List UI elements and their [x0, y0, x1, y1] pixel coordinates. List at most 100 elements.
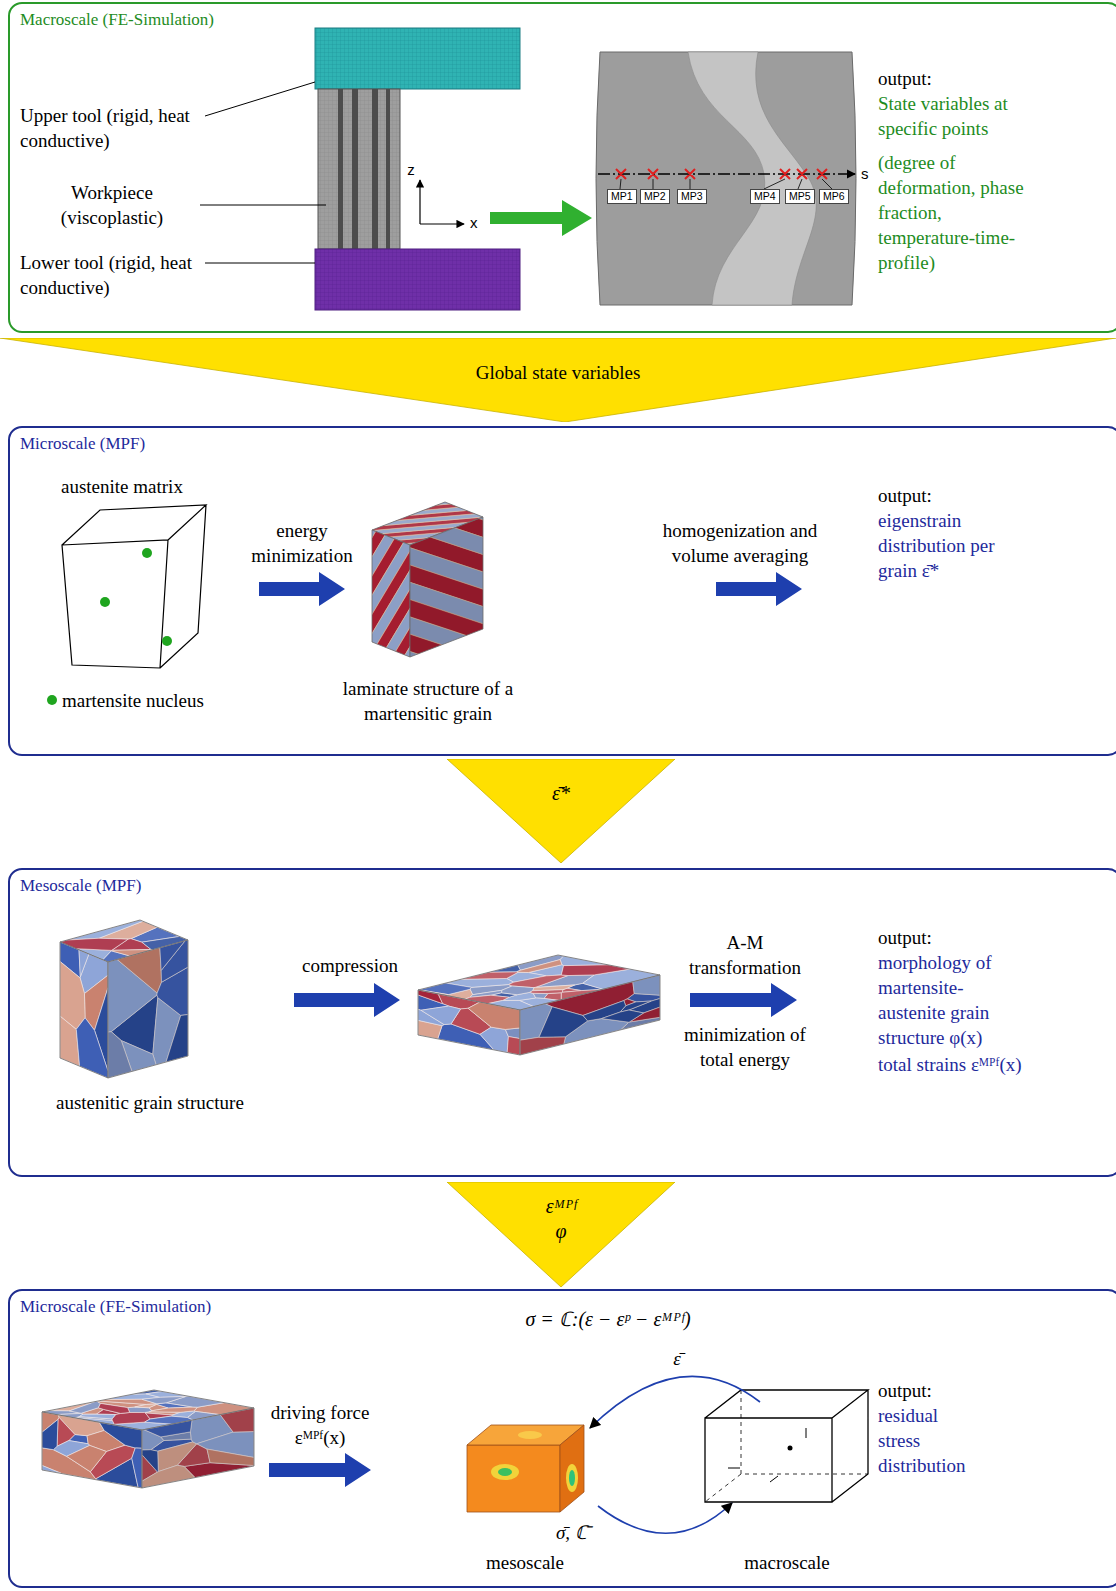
face-shade [410, 517, 483, 657]
grain-face [520, 975, 660, 1055]
laminate-band [372, 530, 410, 657]
grain-face [108, 940, 188, 1078]
panel-title: Microscale (MPF) [20, 433, 145, 455]
grain-face-clip [418, 990, 520, 1055]
nucleus-dot [100, 597, 110, 607]
transfer-label: ε̄* [447, 781, 675, 806]
coupling-arrow [590, 1376, 760, 1428]
grain-cell [76, 1014, 108, 1078]
grain-face-clip [142, 1408, 254, 1488]
axis-label: z [404, 160, 418, 180]
axis-arrow [419, 180, 420, 224]
part-label: Lower tool (rigid, heat conductive) [20, 250, 200, 300]
arrow-label: σ̄, ℂ̄ [556, 1520, 616, 1545]
grain-cell [421, 1001, 461, 1028]
transfer-triangle: ε̄* [447, 759, 675, 863]
nucleus-dot [47, 695, 57, 705]
part-label: Workpiece (viscoplastic) [32, 180, 192, 230]
face-outline [142, 1408, 254, 1488]
stress-field [467, 1445, 560, 1512]
transfer-fill [447, 1182, 675, 1287]
stress-spot [569, 1470, 575, 1486]
figure-label: laminate structure of a martensitic grai… [333, 676, 523, 726]
laminate-band [372, 530, 410, 657]
grain-face-clip [108, 940, 188, 1078]
point-name: MP1 [611, 190, 633, 203]
process-arrow [269, 1453, 371, 1487]
macro-ticks [728, 1428, 806, 1482]
coupling-arrow [598, 1503, 732, 1533]
upper-tool [315, 28, 520, 89]
face-outline [108, 940, 188, 1078]
arrow-label: ε̄ [662, 1346, 692, 1371]
measuring-point-box: MP3 [677, 189, 707, 204]
material-point [788, 1446, 793, 1451]
figure-label: mesoscale [465, 1550, 585, 1575]
measuring-point-box: MP2 [640, 189, 670, 204]
face-outline [410, 517, 483, 657]
measuring-point-box: MP6 [819, 189, 849, 204]
output-text: (degree of deformation, phase fraction, … [878, 150, 1038, 275]
nucleus-dot [162, 636, 172, 646]
process-arrow [716, 572, 802, 606]
grain-cell [42, 1465, 62, 1473]
measuring-point-mark [616, 169, 827, 179]
panel-title: Mesoscale (MPF) [20, 875, 141, 897]
grain-cell [42, 1417, 58, 1451]
face-shade [142, 1408, 254, 1488]
output-heading: output: [878, 1378, 932, 1403]
face-outline [418, 990, 520, 1055]
output-heading: output: [878, 925, 932, 950]
measuring-point-box: MP1 [607, 189, 637, 204]
face-outline [372, 530, 410, 657]
stress-spot [518, 1431, 542, 1439]
grain-cell [60, 961, 85, 1032]
transfer-fill [0, 338, 1116, 422]
part-label: Upper tool (rigid, heat conductive) [20, 103, 200, 153]
lower-tool [315, 249, 520, 310]
panel-title: Microscale (FE-Simulation) [20, 1296, 211, 1318]
output-heading: output: [878, 483, 932, 508]
grain-face-clip [42, 1412, 142, 1488]
grain-cell [132, 1446, 142, 1488]
face-outline [60, 942, 108, 1078]
arrow-label: homogenization and volume averaging [635, 518, 845, 568]
grain-face-clip [372, 530, 410, 657]
process-arrow [490, 200, 592, 236]
grain-face-clip [60, 942, 108, 1078]
output-text: total strains εᴹᴾᶠ(x) [878, 1052, 1028, 1077]
stress-spot [498, 1468, 512, 1476]
grain-wireframe [62, 505, 206, 668]
figure-label: austenite matrix [61, 474, 241, 499]
grain-face [60, 942, 108, 1078]
face-outline [520, 975, 660, 1055]
transfer-label: εᴹᴾᶠ [447, 1194, 675, 1219]
grain-face [418, 990, 520, 1055]
face-outline [42, 1412, 142, 1488]
part-render [596, 52, 856, 305]
figure-label: martensite nucleus [62, 688, 282, 713]
point-name: MP6 [823, 190, 845, 203]
grain-cell [507, 1036, 520, 1055]
face-shade [108, 940, 188, 1078]
workpiece-stripes [338, 89, 390, 249]
macro-box-hidden [705, 1390, 868, 1502]
stress-spot [566, 1464, 578, 1492]
point-name: MP4 [754, 190, 776, 203]
equation: σ = ℂ:(ε − εᵖ − εᴹᴾᶠ) [448, 1306, 768, 1332]
arrow-label: compression [290, 953, 410, 978]
output-text: eigenstrain distribution per grain ε̄* [878, 508, 998, 583]
output-text: residual stress distribution [878, 1403, 983, 1478]
axis-label: s [861, 164, 873, 184]
transfer-triangle: εᴹᴾᶠφ [447, 1182, 675, 1287]
leader-line [620, 179, 832, 189]
panel-title: Macroscale (FE-Simulation) [20, 9, 214, 31]
stress-field [560, 1425, 584, 1512]
point-name: MP3 [681, 190, 703, 203]
point-name: MP2 [644, 190, 666, 203]
transfer-label: Global state variables [0, 360, 1116, 385]
stress-spot [491, 1464, 519, 1480]
measuring-point-box: MP4 [750, 189, 780, 204]
transfer-band: Global state variables [0, 338, 1116, 422]
axis-arrow [420, 223, 464, 224]
